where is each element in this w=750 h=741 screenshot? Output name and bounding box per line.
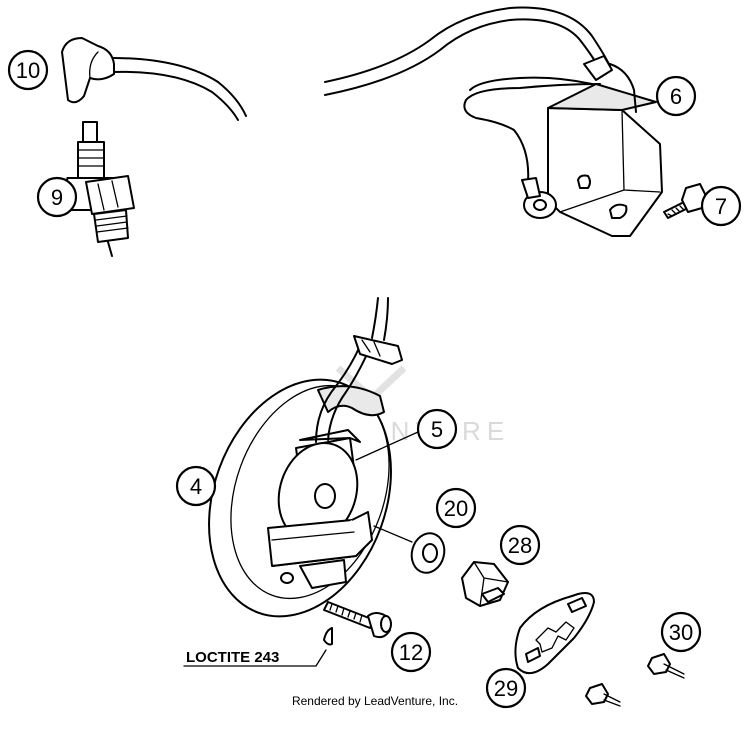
ignition-cable: [111, 6, 611, 121]
ignition-coil: [463, 55, 663, 237]
callout-10: 10: [7, 49, 49, 91]
callout-29-label: 29: [494, 676, 518, 701]
nut: [461, 561, 509, 607]
pulse-plate: [514, 592, 595, 675]
callout-7-label: 7: [715, 194, 727, 219]
callout-7: 7: [700, 185, 742, 227]
stator-plate: [208, 297, 403, 618]
spark-plug: [66, 121, 135, 257]
callout-30: 30: [660, 611, 702, 653]
loctite-leader: [183, 649, 327, 667]
callout-6: 6: [655, 75, 697, 117]
callout-5-label: 5: [431, 417, 443, 442]
callout-10-label: 10: [16, 58, 40, 83]
footer-credit: Rendered by LeadVenture, Inc.: [291, 694, 459, 708]
callout-30-label: 30: [669, 620, 693, 645]
stator-screw: [323, 601, 392, 639]
leader-lines: [355, 431, 419, 543]
spark-plug-cap: [61, 37, 115, 104]
callout-4-label: 4: [190, 474, 202, 499]
loctite-drop: [323, 627, 333, 646]
callout-5: 5: [416, 408, 458, 450]
callout-12-label: 12: [399, 640, 423, 665]
screw-lower: [585, 683, 621, 707]
callout-20-label: 20: [444, 496, 468, 521]
callout-28: 28: [499, 524, 541, 566]
coil-bolt: [663, 183, 707, 219]
screw-30: [647, 653, 685, 679]
callout-29: 29: [485, 667, 527, 709]
washer: [410, 532, 446, 574]
callout-4: 4: [175, 465, 217, 507]
callout-28-label: 28: [508, 533, 532, 558]
callout-9-label: 9: [51, 185, 63, 210]
callout-20: 20: [435, 487, 477, 529]
callout-6-label: 6: [670, 84, 682, 109]
loctite-label: LOCTITE 243: [186, 649, 279, 666]
callout-12: 12: [390, 631, 432, 673]
callout-9: 9: [36, 176, 78, 218]
